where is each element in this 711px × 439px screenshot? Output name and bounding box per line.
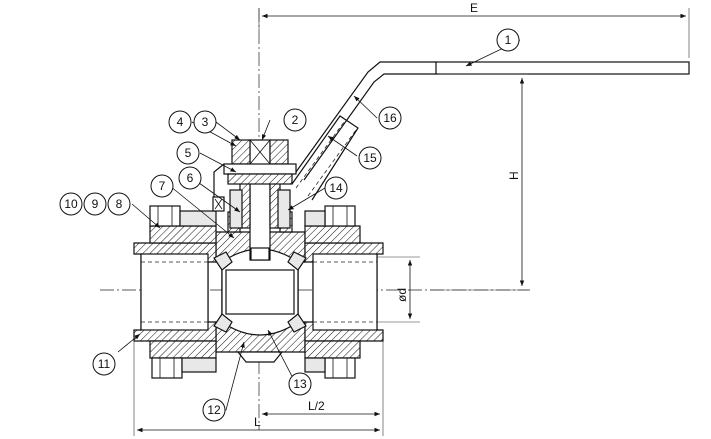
dim-h-label: H — [507, 171, 521, 180]
balloon-8: 8 — [107, 192, 131, 216]
svg-text:5: 5 — [185, 146, 192, 160]
balloon-14: 14 — [324, 176, 348, 200]
balloon-10: 10 — [59, 192, 83, 216]
balloon-11: 11 — [92, 352, 116, 376]
balloon-2: 2 — [283, 108, 307, 132]
dim-d-label: ød — [395, 288, 409, 302]
svg-text:11: 11 — [98, 357, 111, 371]
dim-e-label: E — [470, 1, 478, 15]
balloon-12: 12 — [202, 398, 226, 422]
balloon-6: 6 — [178, 166, 202, 190]
svg-text:12: 12 — [207, 403, 221, 417]
balloon-5: 5 — [176, 141, 200, 165]
balloon-9: 9 — [83, 192, 107, 216]
svg-text:10: 10 — [64, 197, 78, 211]
svg-text:13: 13 — [293, 377, 307, 391]
bolts — [149, 205, 356, 379]
stem-assembly — [212, 139, 297, 261]
right-end-cap — [304, 225, 384, 359]
balloon-3: 3 — [193, 110, 217, 134]
balloon-16: 16 — [378, 106, 402, 130]
handle — [213, 61, 690, 201]
balloon-15: 15 — [358, 146, 382, 170]
svg-text:8: 8 — [116, 197, 123, 211]
svg-text:15: 15 — [363, 151, 377, 165]
svg-text:6: 6 — [187, 171, 194, 185]
svg-text:14: 14 — [329, 181, 343, 195]
svg-text:7: 7 — [159, 179, 166, 193]
svg-text:3: 3 — [202, 115, 209, 129]
dim-l-label: L — [254, 415, 261, 429]
svg-text:16: 16 — [383, 111, 397, 125]
left-end-cap — [133, 225, 217, 359]
dimensions: E H ød L/2 L — [133, 1, 690, 436]
balloon-1: 1 — [496, 28, 520, 52]
balloon-13: 13 — [288, 372, 312, 396]
svg-text:4: 4 — [177, 115, 184, 129]
ball — [213, 248, 307, 336]
balloon-7: 7 — [150, 174, 174, 198]
balloon-4: 4 — [168, 110, 192, 134]
svg-text:9: 9 — [92, 197, 99, 211]
svg-text:1: 1 — [505, 33, 512, 47]
dim-half-l-label: L/2 — [308, 399, 325, 413]
svg-text:2: 2 — [292, 113, 299, 127]
